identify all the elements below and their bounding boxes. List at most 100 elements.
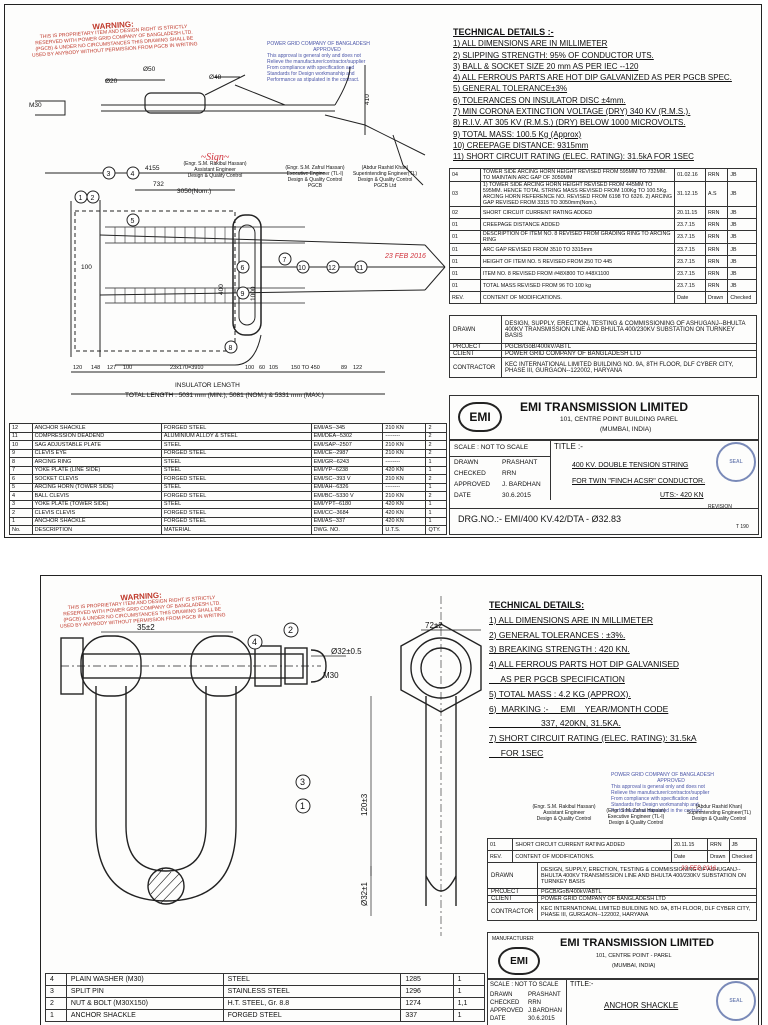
bom-material: STEEL (222, 973, 402, 986)
tb-value: 30.6.2015 (502, 492, 531, 499)
rev-no: 01 (449, 267, 481, 280)
dim-bottom: 105 (269, 365, 278, 371)
info-label: CLIENT (449, 350, 502, 358)
stamp-line: POWER GRID COMPANY OF BANGLADESH (611, 772, 714, 778)
bom-no: 5 (9, 482, 33, 492)
rev-content: SHORT CIRCUIT CURRENT RATING ADDED (479, 206, 676, 219)
uts-label: UTS:- 420 KN (660, 492, 704, 499)
signer-role: Executive Engineer (TL-I) (286, 171, 344, 177)
rev-checked: JB (728, 838, 758, 851)
bom-description: BALL CLEVIS (31, 491, 162, 501)
dim-bottom: 122 (353, 365, 362, 371)
dim-100: 100 (81, 264, 92, 271)
drawing-title: 400 KV. DOUBLE TENSION STRING (572, 462, 689, 469)
bom-material: ALUMINIUM ALLOY & STEEL (160, 431, 312, 441)
drawing-title: ANCHOR SHACKLE (604, 1001, 679, 1010)
rev-header-checked: Checked (728, 850, 758, 863)
rev-content: 1) TOWER SIDE ARCING HORN HEIGHT REVISED… (479, 181, 676, 207)
bom-material: STEEL (160, 440, 312, 450)
tb-value: RRN (528, 1000, 541, 1006)
stamp-line: Performance as stipulated in the contrac… (611, 808, 704, 814)
technical-item: 1) ALL DIMENSIONS ARE IN MILLIMETER (489, 614, 654, 625)
bom-qty: 1 (452, 1009, 486, 1022)
balloon: 9 (236, 286, 250, 300)
tb-key: CHECKED (490, 1000, 520, 1006)
technical-item: 1) ALL DIMENSIONS ARE IN MILLIMETER (453, 39, 608, 49)
svg-text:1: 1 (300, 801, 305, 811)
balloon: 3 (102, 166, 116, 180)
bom-qty: 1 (425, 482, 447, 492)
bom-material: FORGED STEEL (160, 448, 312, 458)
bom-description: CLEVIS CLEVIS (31, 508, 162, 518)
rev-date: 23.7.15 (674, 279, 706, 292)
technical-item: 10) CREEPAGE DISTANCE: 9315mm (453, 140, 589, 150)
bom-description: SOCKET CLEVIS (31, 474, 162, 484)
rev-no: 01 (449, 255, 481, 268)
technical-item: AS PER PGCB SPECIFICATION (489, 673, 625, 684)
balloon: 1 (74, 190, 88, 204)
signer-org: PGCB (307, 183, 323, 189)
bom-uts: 210 KN (382, 491, 427, 501)
technical-item: 2) GENERAL TOLERANCES : ±3%. (489, 629, 626, 640)
stamp-line: This approval is general only and does n… (267, 53, 361, 59)
balloon: 2 (86, 190, 100, 204)
balloon: 4 (247, 634, 263, 650)
bom-qty: 1 (425, 508, 447, 518)
svg-text:12: 12 (328, 265, 336, 272)
bom-qty: 1 (425, 516, 447, 526)
info-value: POWER GRID COMPANY OF BANGLADESH LTD (537, 895, 757, 903)
emi-logo: EMI (458, 402, 502, 432)
info-value: KEC INTERNATIONAL LIMITED BUILDING NO. 9… (501, 357, 757, 378)
bom-material: FORGED STEEL (222, 1009, 402, 1022)
rev-checked: JB (727, 168, 757, 182)
insulator-length-label: INSULATOR LENGTH (175, 382, 240, 389)
svg-text:9: 9 (241, 291, 245, 298)
title-block: SCALE : NOT TO SCALE TITLE:- DRAWN PRASH… (487, 978, 759, 1025)
stamp-line: From compliance with specification and (267, 65, 355, 71)
signature-block: (Engr. S.M. Rakibul Hassan) Assistant En… (529, 804, 599, 822)
bom-no: 10 (9, 440, 33, 450)
signer-name: (Abdur Rashid Khan) (695, 804, 743, 810)
bom-uts: -------- (382, 482, 427, 492)
stamp-line: Relieve the manufacturer/contractor/supp… (267, 59, 366, 65)
info-value: POWER GRID COMPANY OF BANGLADESH LTD (501, 350, 757, 358)
rev-drawn: RRN (707, 838, 730, 851)
svg-text:2: 2 (288, 625, 293, 635)
stamp-line: Relieve the manufacturer/contractor/supp… (611, 790, 710, 796)
rev-no: 02 (449, 206, 481, 219)
technical-item: 6) MARKING :- EMI YEAR/MONTH CODE (489, 703, 669, 714)
rev-drawn: A.S (704, 181, 729, 207)
rev-no: 01 (449, 218, 481, 231)
rev-date: 23.7.15 (674, 243, 706, 256)
dim-bottom: 23x170=3910 (170, 365, 204, 371)
signer-name: (Abdur Rashid Khan) (361, 165, 409, 171)
signature-block: (Engr. S.M. Zafrul Hassan) Executive Eng… (601, 808, 671, 826)
bom-description: CLEVIS EYE (31, 448, 162, 458)
technical-item: 8) R.I.V. AT 305 KV (R.M.S.) (DRY) BELOW… (453, 118, 686, 128)
signer-role: Assistant Engineer (543, 810, 585, 816)
technical-item: 4) ALL FERROUS PARTS ARE HOT DIP GALVANI… (453, 73, 732, 83)
bom-qty: 1 (425, 499, 447, 509)
balloon: 3 (295, 774, 311, 790)
rev-header-no: REV. (449, 291, 481, 304)
dim-bottom: 127 (107, 365, 116, 371)
balloon: 12 (326, 260, 340, 274)
bom-material: FORGED STEEL (160, 516, 312, 526)
technical-heading: TECHNICAL DETAILS :- (453, 27, 554, 37)
rev-no: 01 (449, 243, 481, 256)
bom-header-cell: QTY. (425, 525, 447, 535)
company-city: (MUMBAI, INDIA) (600, 426, 652, 433)
signer-role: Executive Engineer (TL-I) (607, 814, 665, 820)
bom-uts: 420 KN (382, 499, 427, 509)
